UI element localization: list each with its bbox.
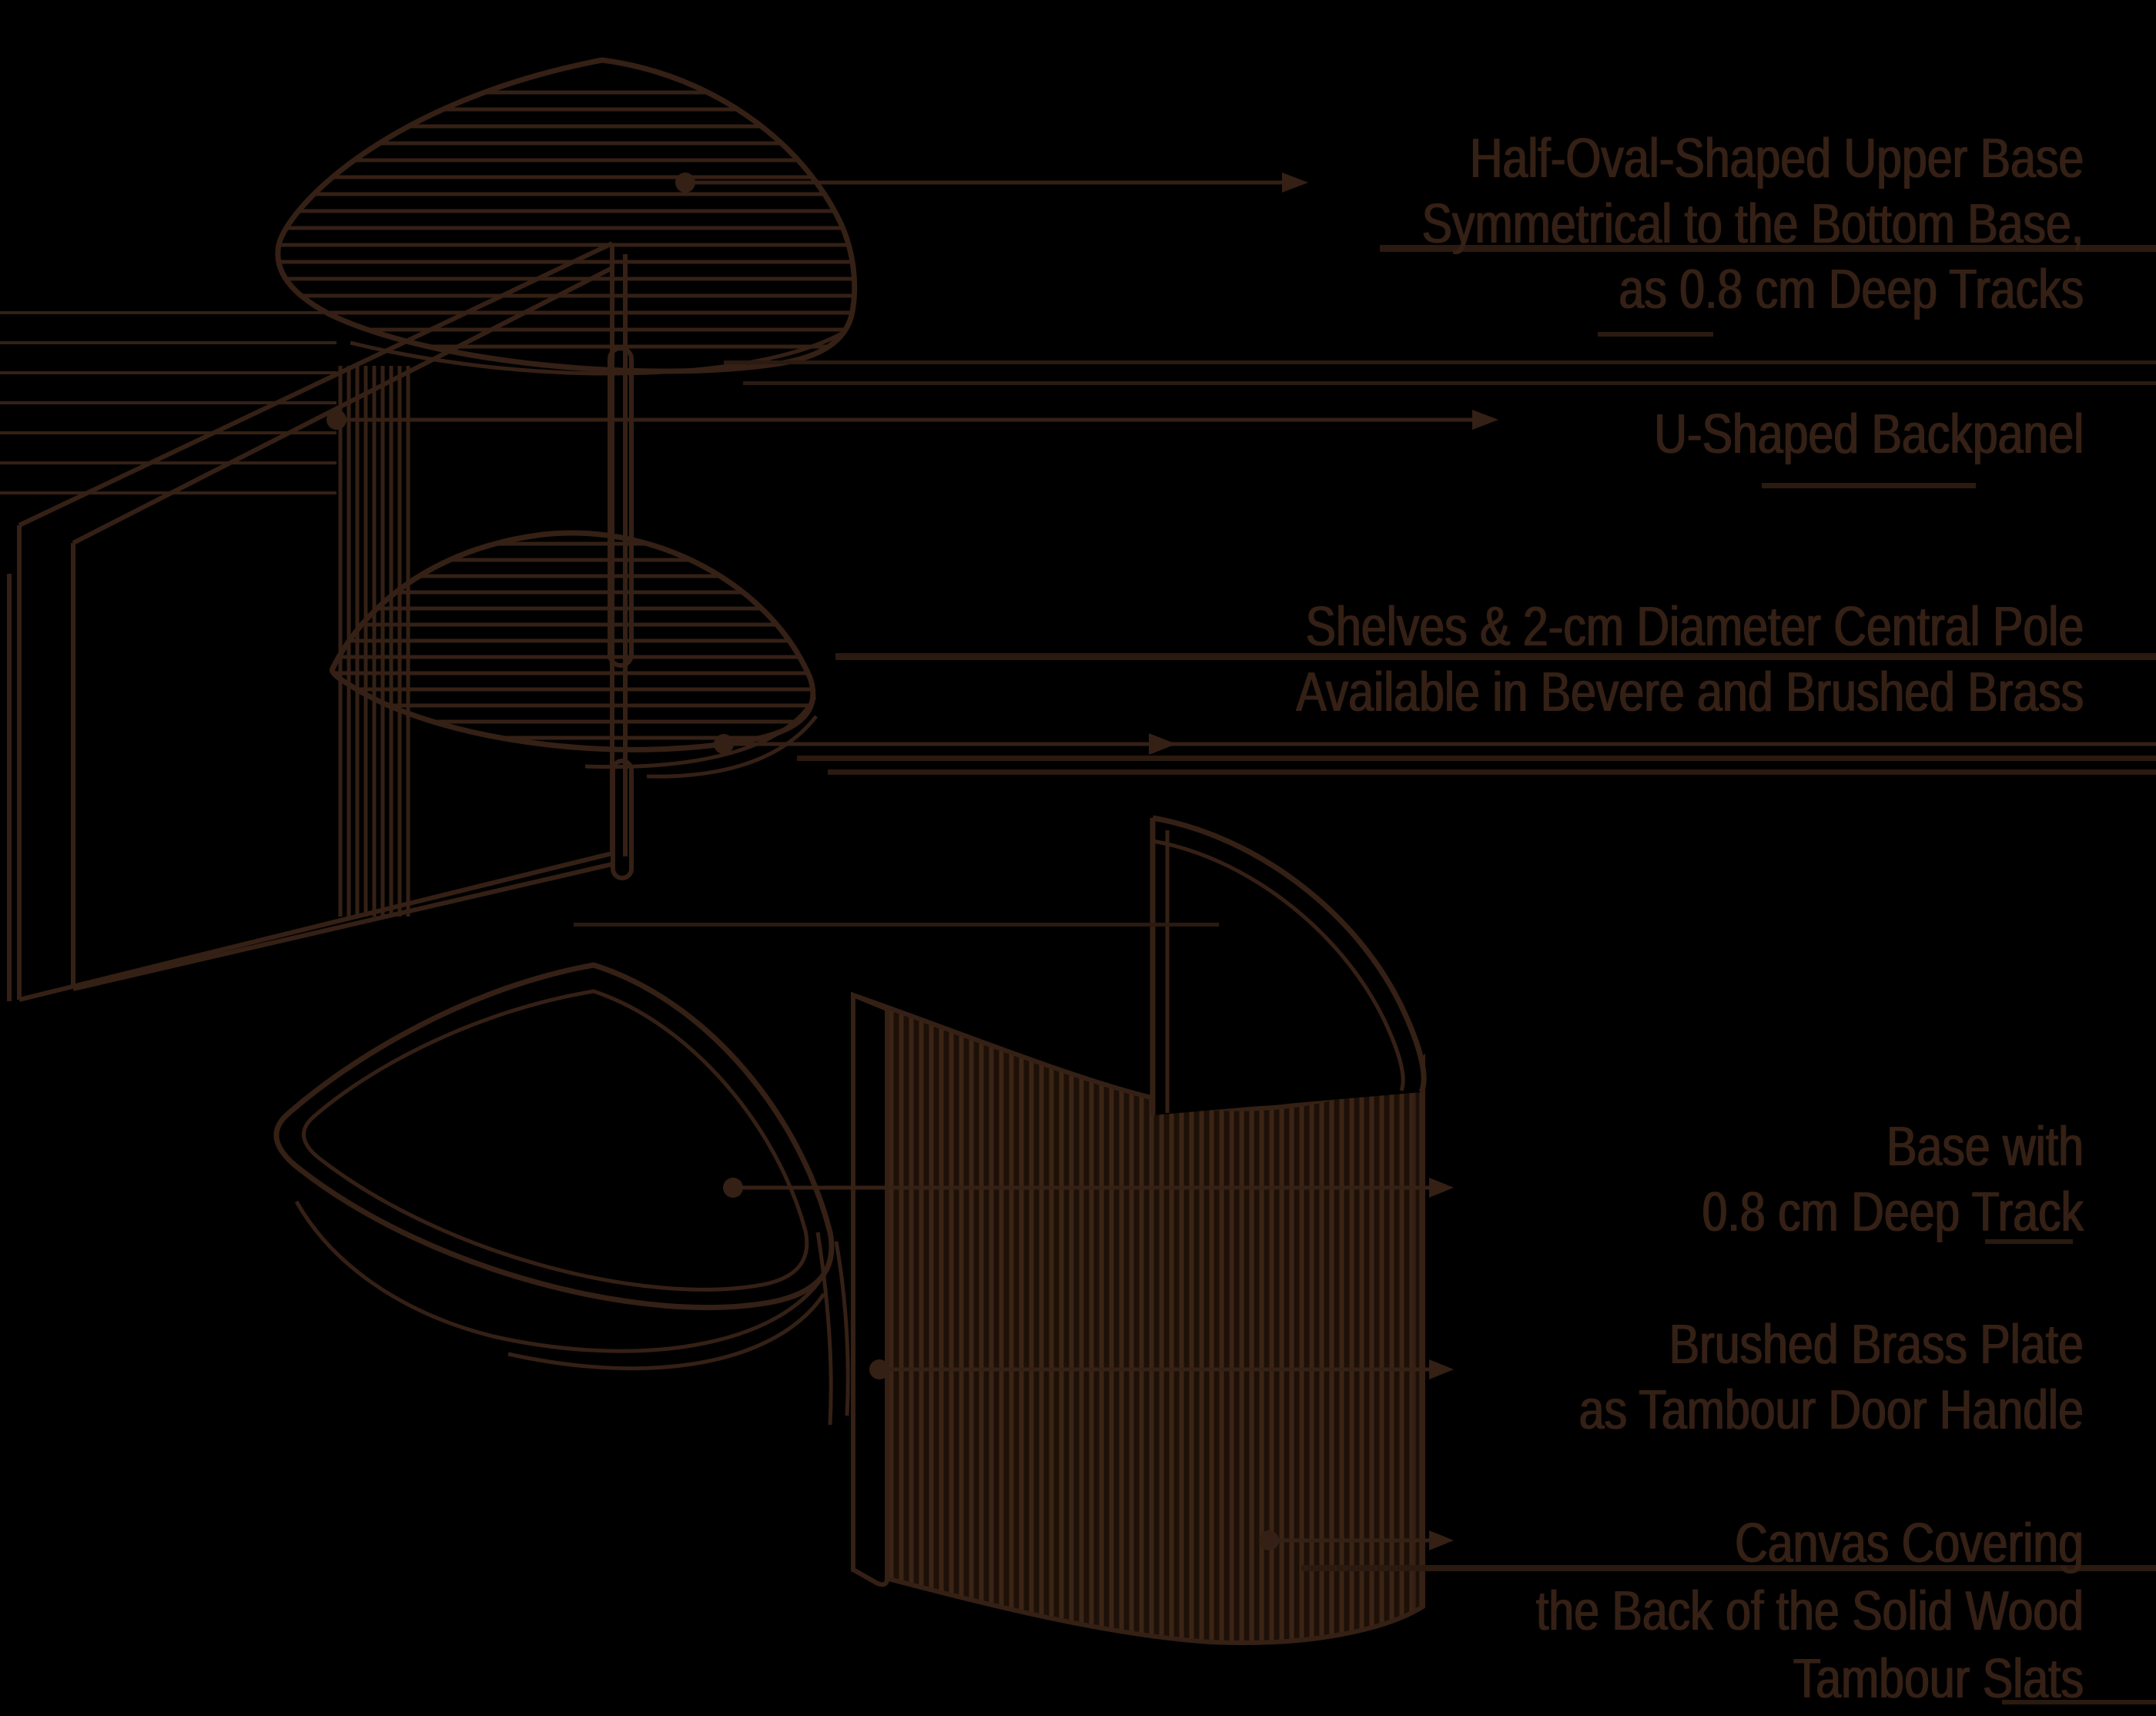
label-line: Base with xyxy=(1886,1116,2083,1178)
label-canvas-covering: Canvas Covering the Back of the Solid Wo… xyxy=(1535,1510,2083,1713)
central-pole-drawing xyxy=(608,346,634,880)
label-brass-plate: Brushed Brass Plate as Tambour Door Hand… xyxy=(1578,1312,2083,1443)
leader-shelves-pole xyxy=(714,733,2156,755)
label-line: Half-Oval-Shaped Upper Base xyxy=(1468,128,2083,189)
leader-dot xyxy=(675,173,695,193)
central-pole-upper xyxy=(608,346,634,668)
leader-arrow xyxy=(1472,410,1498,430)
leader-dot xyxy=(869,1359,889,1379)
label-line: Available in Bevere and Brushed Brass xyxy=(1295,662,2083,723)
label-line: Symmetrical to the Bottom Base, xyxy=(1421,193,2083,255)
label-line: Brushed Brass Plate xyxy=(1668,1314,2083,1376)
rule-top-extension-2 xyxy=(743,381,2156,385)
rule-to-sail xyxy=(574,923,1219,927)
underline-backpanel xyxy=(1762,483,1976,488)
rule-top-extension-1 xyxy=(724,360,2156,364)
rule-under-canvas xyxy=(1301,1565,2156,1571)
label-line: the Back of the Solid Wood xyxy=(1535,1580,2083,1642)
label-shelves-pole: Shelves & 2-cm Diameter Central Pole Ava… xyxy=(1295,595,2083,726)
canvas-sail xyxy=(1150,815,1427,1115)
leader-canvas xyxy=(1259,1530,1454,1550)
base-rim xyxy=(294,1200,832,1353)
leader-dot xyxy=(723,1178,743,1198)
tambour-door-drawing xyxy=(851,815,1427,1645)
base-edge-behind-door xyxy=(834,1241,850,1416)
handle-plate xyxy=(851,991,889,1587)
central-pole-lower xyxy=(611,759,634,880)
underline-deep-tracks xyxy=(1598,332,1713,337)
leader-base-track xyxy=(723,1178,1454,1198)
underline-deep-track xyxy=(1985,1239,2073,1244)
leader-arrow xyxy=(1429,1178,1454,1198)
label-upper-base: Half-Oval-Shaped Upper Base Symmetrical … xyxy=(1421,126,2083,323)
leader-upper-base xyxy=(675,173,1308,193)
top-panel-drawing xyxy=(275,57,858,376)
rule-shelf-edge-1 xyxy=(797,756,2156,761)
label-backpanel: U-Shaped Backpanel xyxy=(1653,402,2083,468)
underline-tambour-slats xyxy=(2002,1700,2156,1704)
base-edge-behind-door-2 xyxy=(815,1232,833,1426)
leader-arrow xyxy=(1149,733,1177,755)
shelf-rim xyxy=(584,695,817,769)
leader-lines xyxy=(326,173,2156,1550)
leader-arrow xyxy=(1429,1530,1454,1550)
leader-arrow xyxy=(1429,1359,1454,1379)
label-base-track: Base with 0.8 cm Deep Track xyxy=(1702,1114,2083,1245)
rule-shelf-edge-2 xyxy=(828,769,2156,775)
base-rim-2 xyxy=(507,1292,826,1371)
shelf-rim-2 xyxy=(646,715,818,779)
label-line: Shelves & 2-cm Diameter Central Pole xyxy=(1304,596,2083,658)
leader-dot xyxy=(326,410,346,430)
label-line: Canvas Covering xyxy=(1734,1513,2083,1574)
leader-dot xyxy=(1259,1530,1279,1550)
label-line: as 0.8 cm Deep Tracks xyxy=(1618,259,2083,320)
backpanel-drawing xyxy=(0,241,628,1002)
top-panel-rim xyxy=(350,330,845,376)
label-line: U-Shaped Backpanel xyxy=(1653,404,2083,465)
label-line: as Tambour Door Handle xyxy=(1578,1379,2083,1441)
base-track-groove xyxy=(302,989,809,1292)
leader-arrow xyxy=(1282,173,1308,193)
horizontal-rules xyxy=(574,245,2156,1704)
label-line: Tambour Slats xyxy=(1792,1648,2083,1710)
backpanel-horizontal-hatch xyxy=(0,311,336,494)
label-line: 0.8 cm Deep Track xyxy=(1701,1181,2083,1243)
base-drawing xyxy=(273,962,850,1426)
leader-brass-plate xyxy=(869,1359,1454,1379)
rule-under-upper-base xyxy=(1380,245,2156,252)
rule-under-shelves xyxy=(835,653,2156,660)
leader-backpanel xyxy=(326,410,1498,430)
leader-dot xyxy=(714,734,734,754)
